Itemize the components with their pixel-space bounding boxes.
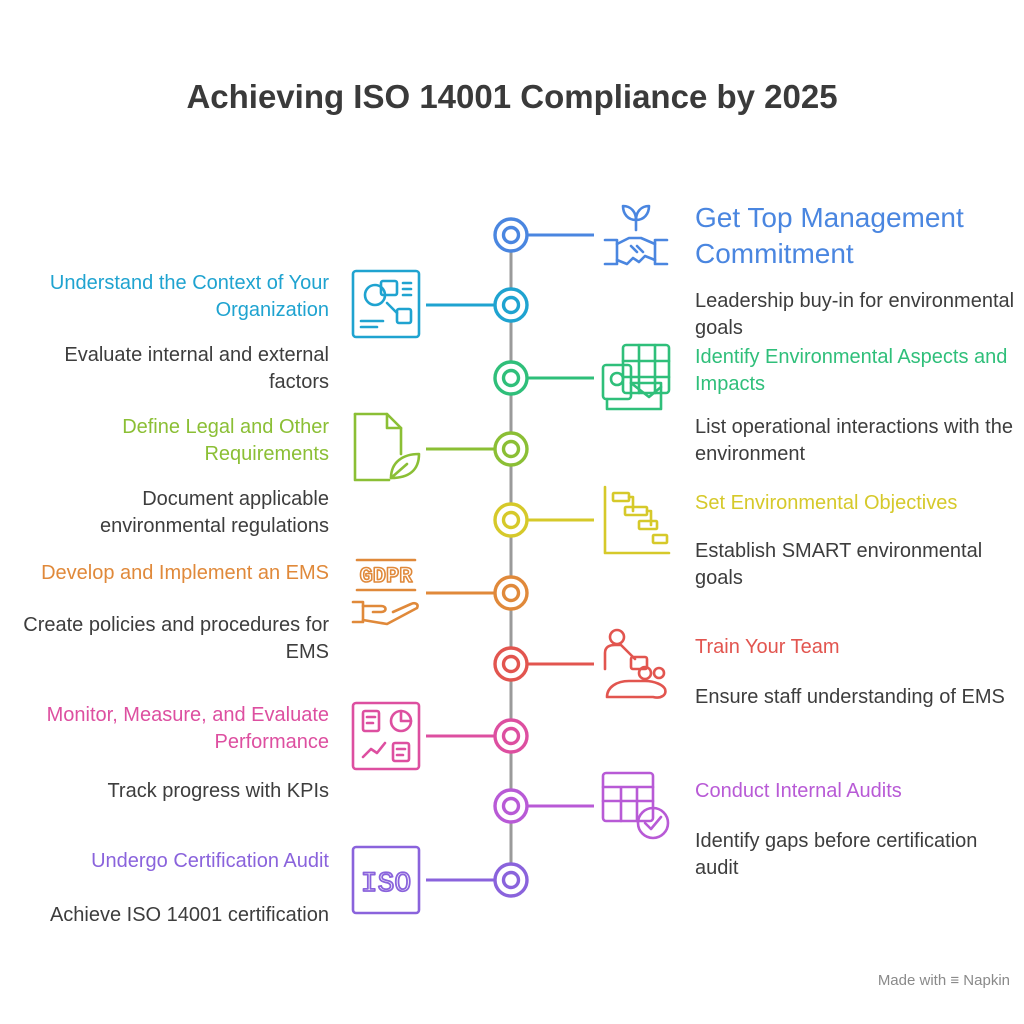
step-2-label: Understand the Context of Your Organizat… — [49, 272, 329, 321]
step-6-label: Develop and Implement an EMS — [41, 562, 329, 584]
step-5-label: Set Environmental Objectives — [695, 492, 958, 514]
timeline-node-inner-7 — [501, 654, 521, 674]
context-map-icon — [351, 269, 421, 339]
step-3-description: List operational interactions with the e… — [695, 416, 1013, 465]
step-7-description: Ensure staff understanding of EMS — [695, 686, 1005, 708]
step-9-description: Identify gaps before certification audit — [695, 830, 978, 879]
timeline-node-inner-4 — [501, 439, 521, 459]
footer-brand: Napkin — [963, 972, 1010, 989]
step-7-label: Train Your Team — [695, 636, 840, 658]
step-10-description: Achieve ISO 14001 certification — [49, 904, 329, 926]
step-1-label: Get Top Management Commitment — [695, 202, 964, 269]
step-9-label: Conduct Internal Audits — [695, 780, 902, 802]
step-4-label: Define Legal and Other Requirements — [122, 416, 329, 465]
step-8-description: Track progress with KPIs — [107, 780, 329, 802]
timeline-node-inner-8 — [501, 726, 521, 746]
document-leaf-icon — [353, 412, 421, 482]
training-people-icon — [603, 628, 667, 699]
timeline-node-inner-9 — [501, 796, 521, 816]
step-5-description: Establish SMART environmental goals — [695, 540, 983, 589]
spreadsheet-icon — [601, 343, 671, 411]
step-1-description: Leadership buy-in for environmental goal… — [695, 290, 1015, 339]
timeline-node-inner-1 — [501, 225, 521, 245]
timeline-node-inner-10 — [501, 870, 521, 890]
timeline-node-inner-6 — [501, 583, 521, 603]
footer-prefix: Made with — [877, 972, 947, 989]
timeline-node-inner-2 — [501, 295, 521, 315]
gantt-chart-icon — [603, 485, 671, 555]
page-title: Achieving ISO 14001 Compliance by 2025 — [186, 78, 838, 115]
step-4-description: Document applicable environmental regula… — [99, 488, 329, 537]
audit-check-icon — [601, 771, 670, 840]
step-8-label: Monitor, Measure, and Evaluate Performan… — [46, 704, 329, 753]
step-10-label: Undergo Certification Audit — [91, 850, 329, 872]
gdpr-hand-icon: GDPR — [351, 558, 419, 626]
timeline-node-inner-5 — [501, 510, 521, 530]
timeline-node-inner-3 — [501, 368, 521, 388]
napkin-logo-icon: ≡ — [950, 972, 960, 989]
handshake-sprout-icon — [603, 204, 669, 266]
footer-credit: Made with ≡ Napkin — [878, 972, 1010, 989]
step-2-description: Evaluate internal and external factors — [64, 344, 329, 393]
svg-text:ISO: ISO — [361, 869, 411, 900]
step-3-label: Identify Environmental Aspects and Impac… — [695, 346, 1008, 395]
svg-text:GDPR: GDPR — [360, 564, 414, 589]
iso-icon: ISO — [351, 845, 421, 915]
step-6-description: Create policies and procedures for EMS — [23, 614, 329, 663]
dashboard-icon — [351, 701, 421, 771]
